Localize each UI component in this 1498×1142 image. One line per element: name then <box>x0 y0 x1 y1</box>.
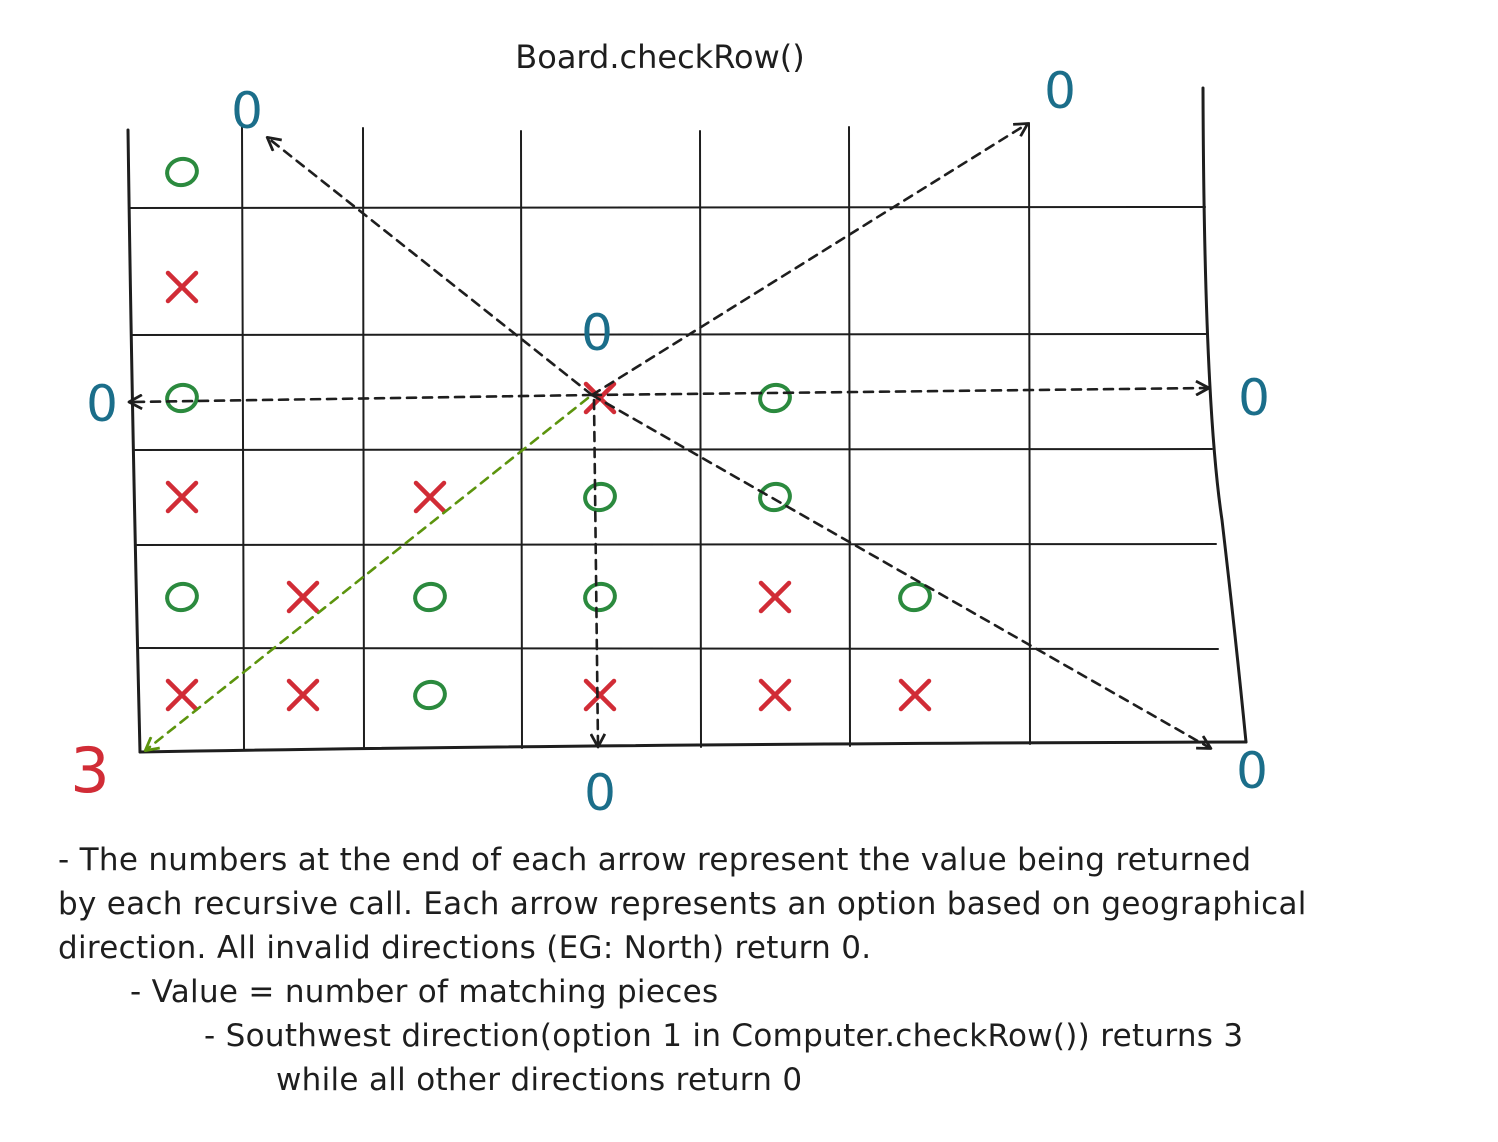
grid-col-line <box>520 130 523 749</box>
o-piece <box>413 581 447 613</box>
grid-col-line <box>1028 122 1031 745</box>
arrow-southeast <box>590 393 1210 748</box>
return-value-southwest: 3 <box>70 734 109 807</box>
x-piece <box>286 580 320 614</box>
note-sub-bullet-continued: while all other directions return 0 <box>276 1062 803 1098</box>
grid-row-line <box>136 543 1217 546</box>
x-piece <box>898 678 932 712</box>
x-piece <box>758 678 792 712</box>
x-piece <box>758 580 792 614</box>
o-piece <box>165 156 199 188</box>
diagram-title: Board.checkRow() <box>515 38 804 76</box>
grid-right-border <box>1201 86 1248 744</box>
note-line: by each recursive call. Each arrow repre… <box>58 886 1307 922</box>
grid-row-line <box>134 448 1213 451</box>
return-value-west: 0 <box>86 375 118 433</box>
arrow-west <box>130 393 594 402</box>
o-piece <box>758 382 792 414</box>
x-piece <box>583 381 617 415</box>
note-bullet: - Value = number of matching pieces <box>130 974 719 1010</box>
grid-col-line <box>241 125 245 751</box>
return-value-southeast: 0 <box>1236 742 1268 800</box>
o-piece <box>583 481 617 513</box>
board-grid <box>126 86 1248 754</box>
note-line: - The numbers at the end of each arrow r… <box>58 842 1252 878</box>
grid-col-line <box>848 126 851 747</box>
o-piece <box>165 382 199 414</box>
arrow-northwest <box>268 138 594 397</box>
grid-row-line <box>131 333 1209 336</box>
grid-row-line <box>129 206 1206 209</box>
x-piece <box>165 678 199 712</box>
return-value-east: 0 <box>1238 369 1270 427</box>
note-line: direction. All invalid directions (EG: N… <box>58 930 872 966</box>
note-sub-bullet: - Southwest direction(option 1 in Comput… <box>204 1018 1244 1054</box>
grid-left-border <box>126 128 142 754</box>
return-value-south: 0 <box>584 764 616 822</box>
grid-col-line <box>362 127 365 750</box>
arrow-east <box>590 388 1208 397</box>
return-values: 0 0 0 0 0 0 0 3 <box>70 62 1270 822</box>
arrow-northeast <box>590 124 1027 397</box>
return-value-northeast: 0 <box>1044 62 1076 120</box>
x-piece <box>286 678 320 712</box>
o-piece <box>165 581 199 613</box>
return-value-north: 0 <box>581 304 613 362</box>
grid-bottom-border <box>138 740 1248 754</box>
o-piece <box>583 581 617 613</box>
direction-arrows <box>130 124 1210 750</box>
x-piece <box>583 678 617 712</box>
x-piece <box>413 480 447 514</box>
x-piece <box>165 480 199 514</box>
return-value-northwest: 0 <box>231 82 263 140</box>
o-piece <box>758 481 792 513</box>
arrow-southwest <box>146 396 590 750</box>
arrow-south <box>594 398 598 746</box>
grid-row-line <box>138 647 1219 650</box>
board-diagram: Board.checkRow() 0 0 0 0 0 <box>70 38 1270 822</box>
x-piece <box>165 270 199 304</box>
o-piece <box>898 581 932 613</box>
grid-col-line <box>699 130 702 748</box>
o-piece <box>413 679 447 711</box>
board-pieces <box>165 156 932 712</box>
explanation-notes: - The numbers at the end of each arrow r… <box>58 838 1478 1102</box>
